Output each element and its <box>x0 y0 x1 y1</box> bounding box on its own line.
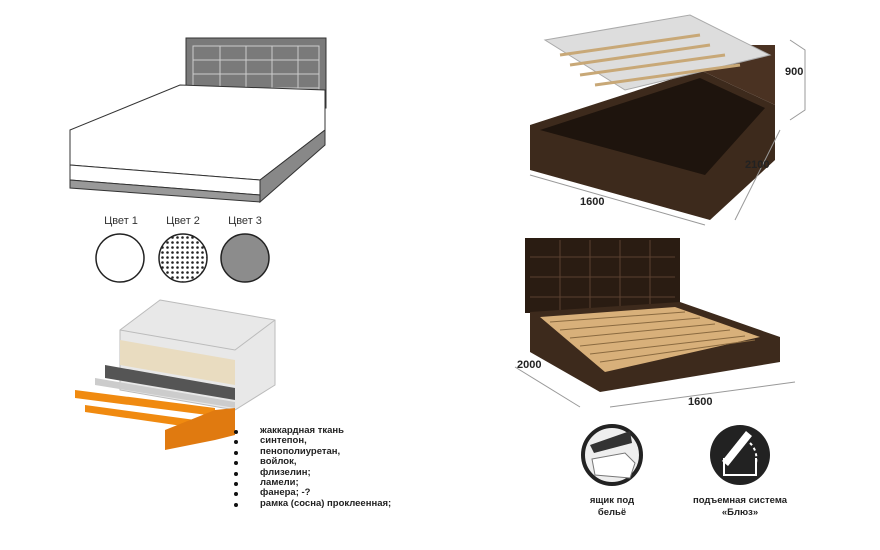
feature-lift-line2: «Блюз» <box>721 507 759 518</box>
lift-system-icon <box>710 425 770 485</box>
materials-list: жаккардная ткань синтепон, пенополиурета… <box>234 425 391 509</box>
dim-bottom-length: 2000 <box>517 359 542 371</box>
material-item: войлок, <box>234 456 391 467</box>
color-label-3: Цвет 3 <box>228 215 262 227</box>
feature-lift-line1: подъемная система <box>692 495 788 506</box>
dim-top-width: 1600 <box>580 196 605 208</box>
dim-bottom-width: 1600 <box>688 396 713 408</box>
feature-storage-line1: ящик под <box>589 495 635 506</box>
bed-lift-photo <box>529 14 806 226</box>
material-item: фанера; -? <box>234 487 391 498</box>
material-item: рамка (сосна) проклеенная; <box>234 498 391 509</box>
color-swatch-3 <box>220 233 270 283</box>
dim-top-length: 2100 <box>745 159 770 171</box>
color-swatch-2 <box>158 233 208 283</box>
color-label-2: Цвет 2 <box>166 215 200 227</box>
material-item: жаккардная ткань <box>234 425 391 436</box>
color-swatch-1 <box>95 233 145 283</box>
feature-lift-caption: подъемная система «Блюз» <box>680 495 800 519</box>
material-item: синтепон, <box>234 435 391 446</box>
storage-box-icon <box>581 424 643 486</box>
material-item: пенополиуретан, <box>234 446 391 457</box>
bed-line-drawing <box>69 37 327 204</box>
feature-storage-line2: бельё <box>597 507 627 518</box>
dim-top-height: 900 <box>785 66 804 78</box>
bed-frame-photo <box>514 238 796 408</box>
material-item: ламели; <box>234 477 391 488</box>
material-item: флизелин; <box>234 467 391 478</box>
color-label-1: Цвет 1 <box>104 215 138 227</box>
color-swatches <box>95 233 270 283</box>
feature-storage-caption: ящик под бельё <box>562 495 662 519</box>
mattress-layers-illustration <box>75 299 276 450</box>
